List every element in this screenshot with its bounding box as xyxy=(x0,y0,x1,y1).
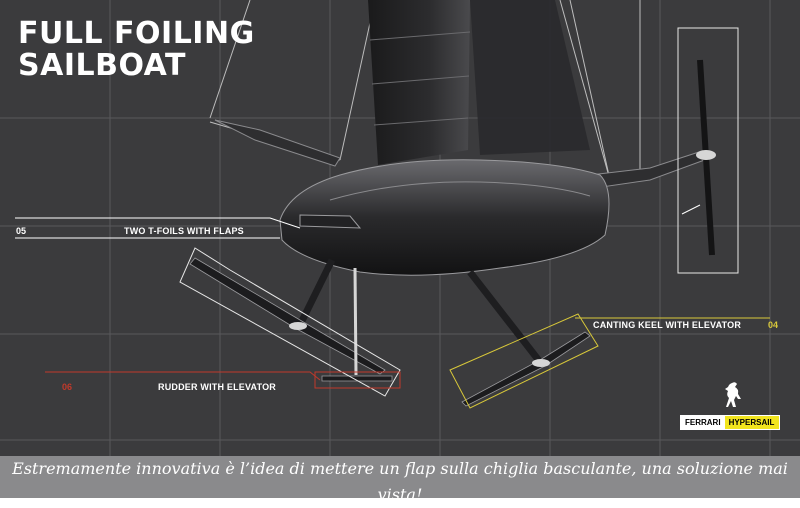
callout-number-keel: 04 xyxy=(768,320,779,330)
title-line-2: SAILBOAT xyxy=(18,48,187,83)
sailboat-illustration xyxy=(15,0,770,409)
callout-label-foils: TWO T-FOILS WITH FLAPS xyxy=(124,226,244,236)
background-grid xyxy=(0,0,800,456)
brand-name-ferrari: FERRARI xyxy=(681,416,725,429)
ferrari-hypersail-logo: FERRARI HYPERSAIL xyxy=(680,381,780,430)
callout-label-rudder: RUDDER WITH ELEVATOR xyxy=(158,382,276,392)
title-line-1: FULL FOILING xyxy=(18,16,255,51)
diagram-canvas: FULL FOILING SAILBOAT 05 TWO T-FOILS WIT… xyxy=(0,0,800,456)
page-title: FULL FOILING SAILBOAT xyxy=(18,18,255,82)
caption-text: Estremamente innovativa è l’idea di mett… xyxy=(12,459,788,504)
caption-bar: Estremamente innovativa è l’idea di mett… xyxy=(0,456,800,504)
callout-label-keel: CANTING KEEL WITH ELEVATOR xyxy=(593,320,742,330)
callout-number-rudder: 06 xyxy=(62,382,73,392)
callout-number-foils: 05 xyxy=(16,226,27,236)
prancing-horse-icon xyxy=(725,382,741,407)
brand-name-hypersail: HYPERSAIL xyxy=(724,416,779,429)
brand-badge: FERRARI HYPERSAIL xyxy=(680,415,780,430)
